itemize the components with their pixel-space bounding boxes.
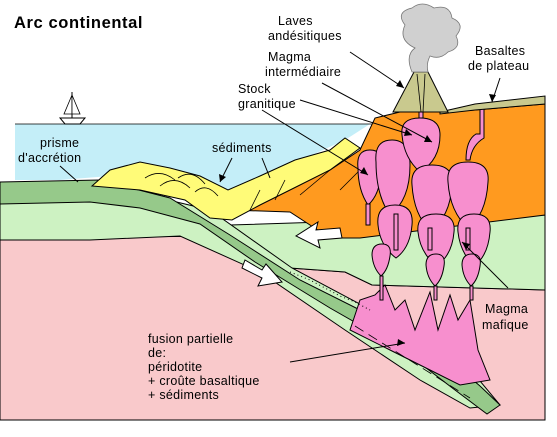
magma-pluton-5 [447,161,489,229]
leader-magma-inter [321,82,433,143]
label-stock-2: granitique [238,97,296,111]
flow-arrow-subduction [241,259,283,287]
label-laves-1: Laves [278,14,313,28]
sea [15,124,370,190]
magma-pluton-11 [461,253,481,287]
slab-dash [354,325,471,399]
label-magma-inter-2: intermédiaire [265,65,341,79]
label-prisme-1: prisme [40,136,79,150]
oceanic-crust-slab [0,179,501,415]
label-magma-mafique-1: Magma [485,302,528,316]
diagram-title: Arc continental [14,14,143,32]
label-fusion-1: fusion partielle [148,332,233,346]
magma-conduit-5 [379,275,384,301]
leader-sediments-2 [261,157,271,179]
magma-conduit-2 [393,213,399,251]
leader-arrowheads [219,80,496,346]
label-stock-1: Stock [238,82,271,96]
leader-stock-1 [261,109,369,176]
volcano-icon [392,71,449,113]
label-fusion-4: + croûte basaltique [148,374,260,388]
magma-bodies [357,99,491,301]
volcano-conduit [416,73,426,113]
label-prisme-2: d'accrétion [18,151,81,165]
magma-conduit-1 [365,203,371,226]
magma-pluton-2 [375,139,411,216]
leader-fusion [289,342,406,363]
leader-lines [59,51,509,363]
label-sediments: sédiments [212,141,272,155]
label-magma-inter-1: Magma [268,50,311,64]
flow-arrow-return [294,220,343,249]
leader-prisme [59,165,79,183]
accretionary-prism [90,137,361,221]
magma-pluton-10 [425,253,445,287]
label-basaltes-2: de plateau [468,59,529,73]
magma-conduit-3 [427,227,433,251]
magma-conduit-6 [433,285,438,301]
plateau-basalts [439,95,546,115]
label-magma-mafique-2: mafique [482,318,529,332]
label-basaltes-1: Basaltes [475,44,525,58]
continent-fault-lines [249,139,441,211]
smoke-plume-icon [400,3,461,73]
magma-conduit-7 [469,285,474,301]
boat-icon [58,92,87,125]
leader-stock-2 [299,99,413,136]
leader-mafique [461,241,509,289]
magma-pluton-9 [371,243,391,277]
leader-laves [349,51,405,89]
label-fusion-3: péridotite [148,360,202,374]
label-laves-2: andésitiques [268,29,342,43]
flow-arrow-icon [241,220,343,287]
prism-folds [144,173,219,197]
label-fusion-5: + sédiments [148,388,219,402]
label-fusion-2: de: [148,346,166,360]
